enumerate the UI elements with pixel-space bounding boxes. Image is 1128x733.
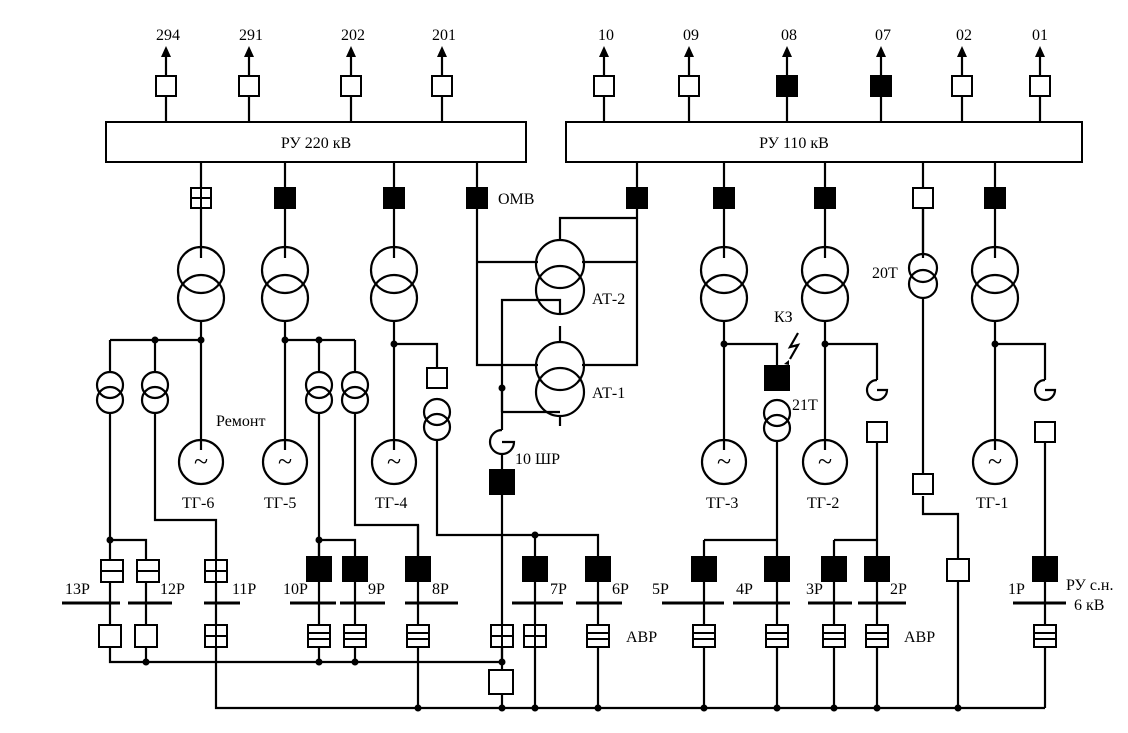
section-3r: 3Р — [806, 581, 823, 598]
line-10-label: 10 — [598, 27, 614, 44]
breaker-tg4-220 — [383, 187, 405, 209]
svg-text:~: ~ — [278, 447, 292, 476]
section-13r: 13Р — [65, 581, 90, 598]
tg3-label: ТГ-3 — [706, 495, 738, 512]
switchgear-110kv — [565, 121, 1083, 163]
aux-section-labels: 13Р 12Р 11Р 10Р 9Р 8Р 7Р 6Р 5Р 4Р 3Р 2Р … — [65, 581, 1025, 598]
short-circuit-label: КЗ — [774, 309, 793, 326]
section-11r: 11Р — [232, 581, 256, 598]
tg2-label: ТГ-2 — [807, 495, 839, 512]
svg-text:~: ~ — [387, 447, 401, 476]
tg4-label: ТГ-4 — [375, 495, 407, 512]
tg1-label: ТГ-1 — [976, 495, 1008, 512]
svg-text:~: ~ — [818, 447, 832, 476]
breaker-tg3-110 — [713, 187, 735, 209]
main-connections — [199, 162, 997, 367]
generator-block-right: ~ ~ ~ — [700, 208, 1057, 560]
line-01-label: 01 — [1032, 27, 1048, 44]
avr-label-left: АВР — [626, 629, 657, 646]
section-6r: 6Р — [612, 581, 629, 598]
line-294-label: 294 — [156, 27, 180, 44]
line-07-label: 07 — [875, 27, 891, 44]
section-5r: 5Р — [652, 581, 669, 598]
reactor-label: 10 ШР — [515, 451, 560, 468]
line-09-label: 09 — [683, 27, 699, 44]
line-breakers — [155, 75, 1051, 97]
line-202-label: 202 — [341, 27, 365, 44]
aux-transformer-20t-label: 20Т — [872, 265, 898, 282]
outgoing-lines-220: 294 291 202 201 — [156, 27, 456, 122]
line-08-label: 08 — [781, 27, 797, 44]
breaker-at-110 — [626, 187, 648, 209]
section-10r: 10Р — [283, 581, 308, 598]
section-2r: 2Р — [890, 581, 907, 598]
line-291-label: 291 — [239, 27, 263, 44]
breakers-row-upper — [190, 187, 1006, 209]
switchgear-110kv-label: РУ 110 кВ — [759, 135, 829, 152]
tg6-label: ТГ-6 — [182, 495, 214, 512]
svg-text:~: ~ — [717, 447, 731, 476]
shunt-reactor — [488, 384, 560, 660]
aux-transformer-21t-label: 21Т — [792, 397, 818, 414]
svg-text:~: ~ — [194, 447, 208, 476]
breaker-omb — [466, 187, 488, 209]
generator-block-left: ~ ~ ~ — [95, 321, 600, 560]
switchgear-220kv-label: РУ 220 кВ — [281, 135, 351, 152]
section-8r: 8Р — [432, 581, 449, 598]
aux-switchgear-label: РУ с.н. — [1066, 577, 1114, 594]
repair-label: Ремонт — [216, 413, 265, 430]
aux-breakers-upper — [100, 336, 1058, 583]
line-201-label: 201 — [432, 27, 456, 44]
breaker-tg1-110 — [984, 187, 1006, 209]
section-9r: 9Р — [368, 581, 385, 598]
outgoing-lines-110: 10 09 08 07 02 01 — [598, 27, 1048, 122]
breaker-tg2-110 — [814, 187, 836, 209]
line-02-label: 02 — [956, 27, 972, 44]
switchgear-220kv — [105, 121, 527, 163]
at2-label: АТ-2 — [592, 291, 625, 308]
autotransformers — [500, 216, 637, 430]
section-7r: 7Р — [550, 581, 567, 598]
reserve-backbones — [108, 581, 1047, 712]
bus-tie-breaker-label: ОМВ — [498, 191, 534, 208]
avr-label-right: АВР — [904, 629, 935, 646]
section-12r: 12Р — [160, 581, 185, 598]
tg5-label: ТГ-5 — [264, 495, 296, 512]
section-4r: 4Р — [736, 581, 753, 598]
breaker-20t-110 — [912, 187, 934, 209]
main-transformers — [176, 245, 1020, 323]
aux-switchgear-voltage: 6 кВ — [1074, 597, 1104, 614]
aux-bus-sections — [62, 581, 1066, 625]
at1-label: АТ-1 — [592, 385, 625, 402]
svg-text:~: ~ — [988, 447, 1002, 476]
breaker-tg5-220 — [274, 187, 296, 209]
section-1r: 1Р — [1008, 581, 1025, 598]
